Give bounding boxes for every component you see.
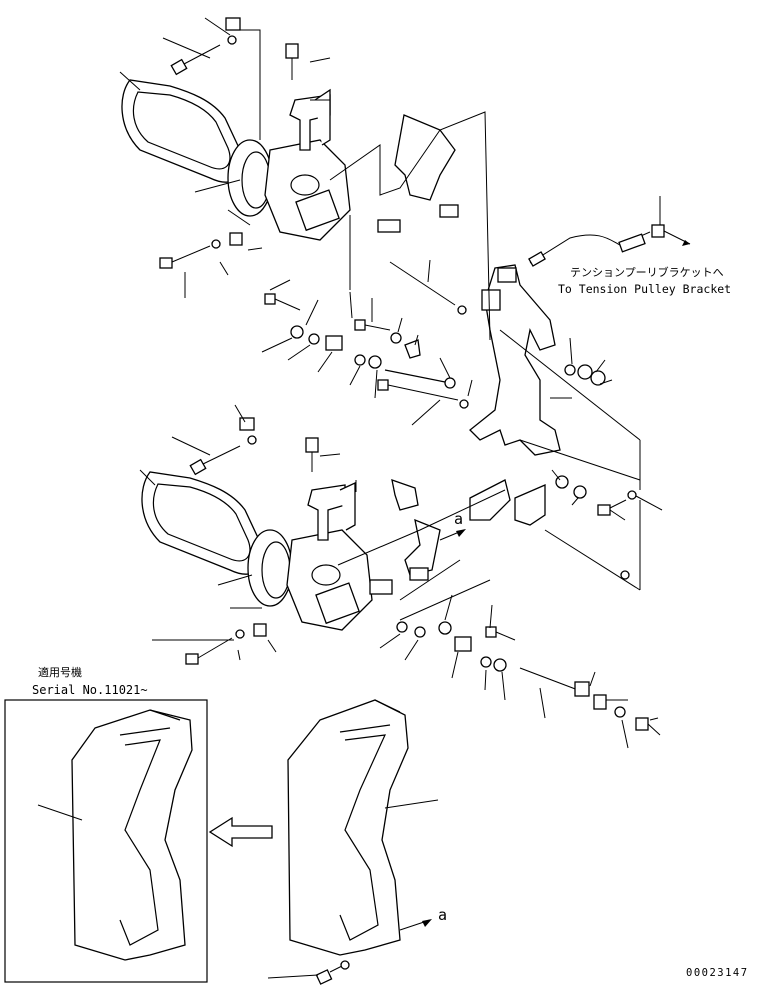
upper-pulley bbox=[227, 139, 273, 217]
view-a-arrow-2 bbox=[399, 919, 432, 931]
view-a-label-2: a bbox=[438, 906, 447, 924]
lower-bolt-lower-left bbox=[185, 623, 267, 665]
lower-pulley bbox=[247, 529, 293, 607]
serial-inset-frame bbox=[4, 699, 208, 983]
tension-label-jp: テンションプーリブラケットへ bbox=[570, 265, 724, 279]
lower-mount-bracket bbox=[307, 481, 356, 541]
drawing-number: 00023147 bbox=[686, 967, 749, 979]
upper-bolt-top bbox=[285, 43, 299, 80]
right-hardware-upper bbox=[564, 364, 606, 386]
serial-label-jp: 適用号機 bbox=[38, 665, 82, 679]
hardware-row-lower bbox=[396, 570, 661, 736]
tension-label-en: To Tension Pulley Bracket bbox=[558, 282, 731, 296]
upper-clamp bbox=[225, 17, 241, 45]
lower-long-bolt-left bbox=[189, 445, 241, 476]
upper-bolt-lower-left bbox=[159, 232, 243, 269]
lower-side-brackets bbox=[469, 475, 637, 526]
lower-clip-bracket bbox=[369, 479, 441, 595]
inset-belt-cover bbox=[37, 709, 193, 961]
view-a-label-1: a bbox=[454, 510, 463, 528]
serial-label-en: Serial No.11021~ bbox=[32, 683, 148, 697]
upper-clip-bracket bbox=[377, 114, 459, 233]
view-a-arrow-1 bbox=[439, 529, 466, 541]
tension-cable bbox=[528, 224, 691, 267]
upper-drive-belt bbox=[121, 79, 243, 183]
upper-mount-bracket bbox=[289, 88, 331, 151]
leader-lines bbox=[119, 17, 663, 749]
lower-bolt-top bbox=[305, 437, 319, 472]
bottom-bolt bbox=[267, 960, 350, 985]
hollow-arrow-icon bbox=[208, 816, 273, 848]
upper-long-bolt-left bbox=[170, 44, 221, 76]
upper-compressor bbox=[264, 139, 351, 241]
lower-drive-belt bbox=[141, 471, 263, 575]
hardware-row-upper bbox=[264, 261, 469, 409]
lower-clamp bbox=[239, 417, 257, 445]
main-tension-bracket bbox=[469, 264, 561, 456]
main-belt-cover bbox=[287, 699, 439, 956]
lower-compressor bbox=[286, 529, 373, 631]
